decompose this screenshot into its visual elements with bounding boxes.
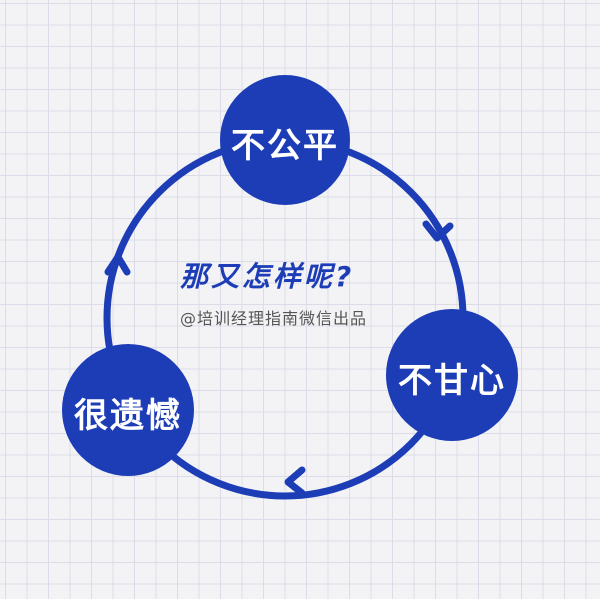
node-circle-top	[220, 75, 350, 205]
arrow-head-left	[104, 253, 131, 276]
node-circle-right	[386, 309, 518, 441]
node-circle-left	[62, 344, 194, 476]
center-question: 那又怎样呢?	[180, 260, 355, 293]
node-label-unfair: 不公平	[231, 126, 339, 166]
arrow-head-bottom	[284, 466, 306, 497]
node-label-regret: 很遗憾	[74, 396, 182, 436]
credit-text: @培训经理指南微信出品	[180, 309, 368, 328]
arrow-head-right	[422, 220, 454, 242]
node-label-unwilling: 不甘心	[398, 361, 506, 401]
